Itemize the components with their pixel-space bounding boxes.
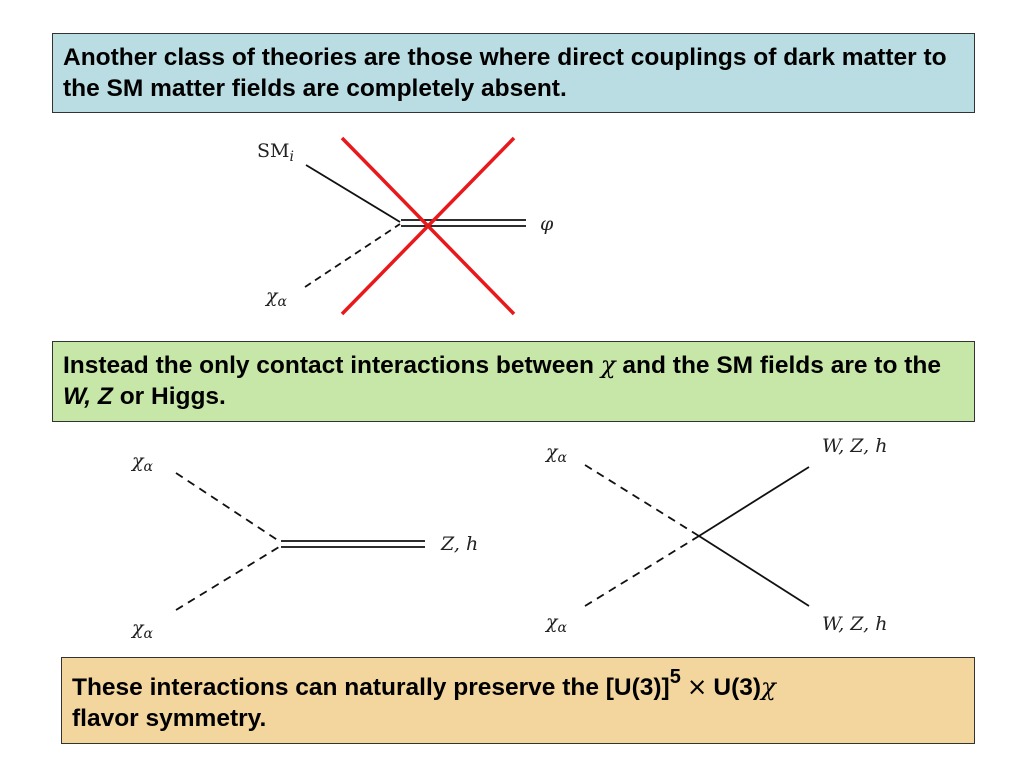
- mid-text-3: or Higgs.: [112, 383, 226, 410]
- intro-text-box: Another class of theories are those wher…: [52, 33, 975, 113]
- bot-text-1: These interactions can naturally preserv…: [72, 674, 670, 701]
- boson-line-top: [698, 466, 810, 537]
- label-wzh-bottom: W, Z, h: [822, 613, 887, 635]
- label-chi-right-top: χα: [544, 441, 568, 466]
- chi-subscript-symbol: χ: [761, 672, 776, 701]
- dm-line-top-right: [584, 464, 700, 537]
- chi-symbol: χ: [600, 350, 616, 379]
- contact-interactions-box: Instead the only contact interactions be…: [52, 341, 975, 422]
- label-chi-left-bottom: χα: [130, 617, 154, 642]
- dm-scalar-line: [304, 223, 401, 288]
- label-zh: Z, h: [440, 533, 478, 555]
- flavor-symmetry-box: These interactions can naturally preserv…: [61, 657, 975, 744]
- label-sm: SMi: [257, 140, 294, 165]
- mid-text-2: and the SM fields are to the: [615, 352, 941, 379]
- dm-line-bottom-right: [584, 535, 700, 607]
- label-chi-top-diagram: χα: [264, 285, 288, 310]
- forbidden-vertex-diagram: SMi χα φ: [257, 136, 554, 316]
- label-chi-right-bottom: χα: [544, 611, 568, 636]
- zh-vertex-diagram: χα χα Z, h: [130, 450, 478, 642]
- label-chi-left-top: χα: [130, 450, 154, 475]
- boson-line-bottom: [698, 535, 810, 607]
- sm-fermion-line: [305, 164, 401, 223]
- dm-line-bottom: [175, 546, 280, 611]
- mid-text-1: Instead the only contact interactions be…: [63, 352, 601, 379]
- double-boson-vertex-diagram: χα χα W, Z, h W, Z, h: [544, 435, 887, 636]
- u3-text: U(3): [713, 674, 762, 701]
- intro-text: Another class of theories are those wher…: [63, 44, 947, 102]
- exponent-five: 5: [669, 665, 681, 688]
- bot-text-2: flavor symmetry.: [72, 705, 267, 732]
- red-cross-stroke-2: [340, 136, 516, 316]
- label-phi: φ: [540, 213, 554, 235]
- times-symbol: ×: [686, 672, 708, 701]
- wz-text: W, Z: [63, 383, 113, 410]
- dm-line-top: [175, 472, 280, 542]
- label-wzh-top: W, Z, h: [822, 435, 887, 457]
